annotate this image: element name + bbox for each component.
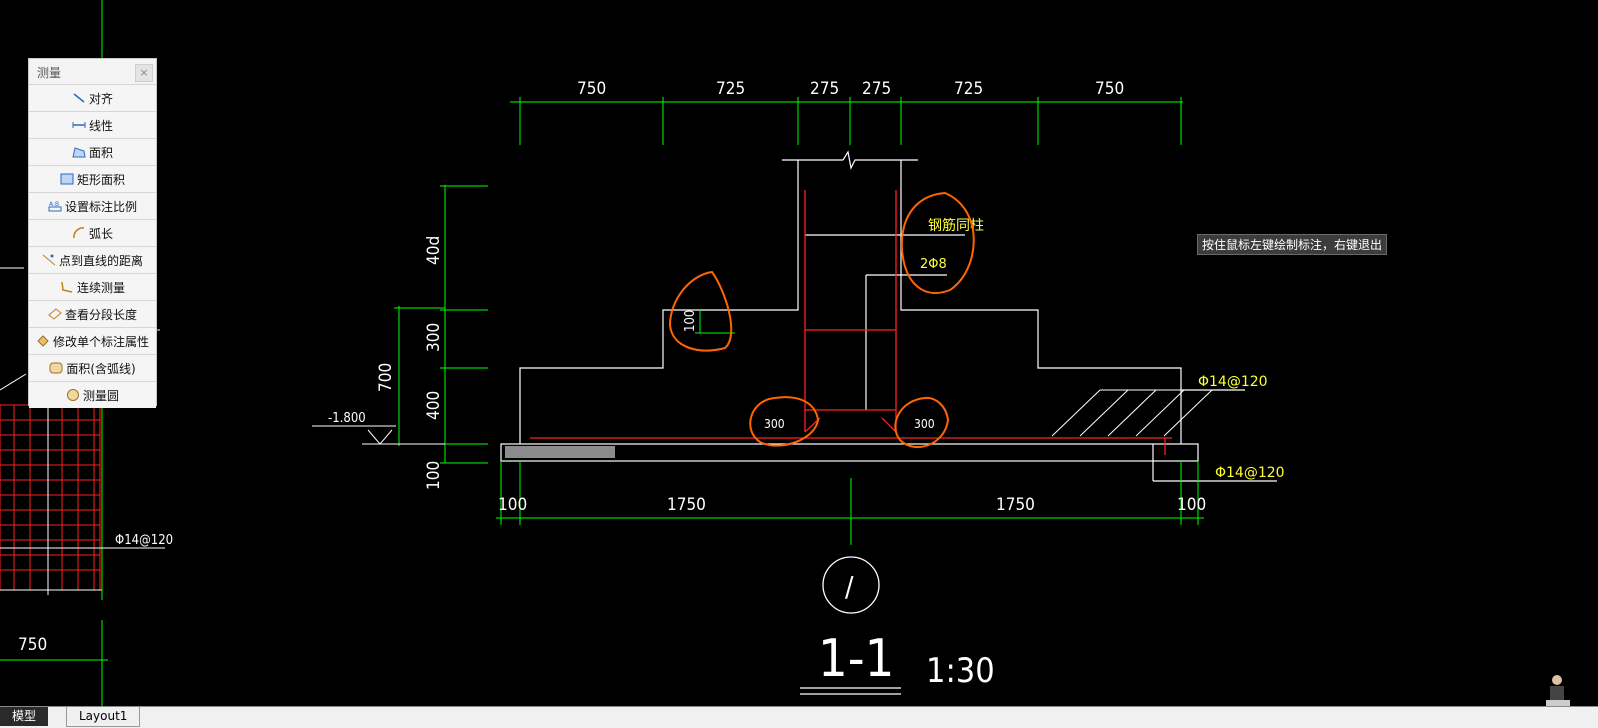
tab-model[interactable]: 模型 — [0, 707, 49, 726]
measure-panel-header: 测量 × — [29, 59, 156, 84]
left-rebar-label: Φ14@120 — [115, 533, 173, 548]
level-label: -1.800 — [328, 411, 366, 426]
cursor-tooltip: 按住鼠标左键绘制标注，右键退出 — [1197, 234, 1388, 255]
blinding-hatch — [505, 446, 615, 458]
bottom-dim-1: 100 — [498, 495, 527, 515]
left-dim-40d: 40d — [424, 236, 444, 265]
section-scale: 1:30 — [926, 651, 995, 691]
measure-arc-area-button[interactable]: 面积(含弧线) — [29, 354, 156, 381]
top-dim-2: 725 — [716, 79, 745, 99]
bottom-dim-2: 1750 — [667, 495, 706, 515]
section-number: / — [845, 570, 854, 603]
foundation-outline — [500, 150, 1277, 482]
measure-panel-title: 测量 — [37, 66, 62, 80]
drawing-canvas[interactable]: Φ14@120 750 750 725 275 275 725 750 40d … — [0, 0, 1598, 706]
left-dim-750: 750 — [18, 635, 47, 655]
left-dim-100: 100 — [424, 461, 444, 490]
tab-layout1[interactable]: Layout1 — [66, 707, 141, 727]
rect-area-icon — [60, 173, 74, 185]
measure-segment-button[interactable]: 查看分段长度 — [29, 300, 156, 327]
left-dim-700: 700 — [376, 363, 396, 392]
left-dim-400: 400 — [424, 391, 444, 420]
measure-align-button[interactable]: 对齐 — [29, 84, 156, 111]
rebar-lines — [530, 190, 1172, 455]
bottom-dim-4: 100 — [1177, 495, 1206, 515]
plan-rebar-grid — [0, 404, 101, 591]
rebar-right-label: Φ14@120 — [1198, 374, 1268, 390]
measure-circle-button[interactable]: 测量圆 — [29, 381, 156, 408]
svg-text:A:B: A:B — [49, 201, 59, 208]
point-line-distance-icon — [42, 254, 56, 266]
edit-dimension-icon — [37, 335, 49, 347]
mark-100: 100 — [683, 310, 698, 332]
measure-panel: 测量 × 对齐 线性 面积 矩形面积 A:B 设置标注比例 弧长 点到直线的距离… — [28, 58, 157, 408]
measure-point-line-button[interactable]: 点到直线的距离 — [29, 246, 156, 273]
area-measure-icon — [72, 147, 86, 158]
segment-length-icon — [48, 308, 62, 320]
section-circle — [822, 556, 880, 614]
linear-measure-icon — [72, 122, 86, 128]
bottom-dimension-chain — [496, 461, 1204, 545]
align-measure-icon — [73, 93, 85, 103]
top-dim-5: 725 — [954, 79, 983, 99]
measure-area-button[interactable]: 面积 — [29, 138, 156, 165]
stirrup-label: 2Φ8 — [920, 257, 947, 272]
rebar-hatch — [1051, 389, 1213, 437]
markup-annotations — [668, 191, 975, 449]
arc-length-icon — [73, 227, 85, 239]
rebar-bottom-label: Φ14@120 — [1215, 465, 1285, 481]
top-dim-1: 750 — [577, 79, 606, 99]
mark-300-right: 300 — [914, 417, 935, 431]
continuous-measure-icon — [61, 281, 73, 293]
left-dim-300: 300 — [424, 323, 444, 352]
measure-linear-button[interactable]: 线性 — [29, 111, 156, 138]
scale-setting-icon: A:B — [48, 201, 62, 212]
measure-arc-length-button[interactable]: 弧长 — [29, 219, 156, 246]
top-dimension-chain — [510, 97, 1183, 145]
measure-scale-button[interactable]: A:B 设置标注比例 — [29, 192, 156, 219]
measure-continuous-button[interactable]: 连续测量 — [29, 273, 156, 300]
mark-300-left: 300 — [764, 417, 785, 431]
measure-rect-area-button[interactable]: 矩形面积 — [29, 165, 156, 192]
arc-area-icon — [49, 362, 63, 374]
level-marker — [312, 425, 445, 445]
measure-edit-dimension-button[interactable]: 修改单个标注属性 — [29, 327, 156, 354]
column-rebar-label: 钢筋同柱 — [928, 217, 984, 234]
bottom-dim-3: 1750 — [996, 495, 1035, 515]
top-dim-4: 275 — [862, 79, 891, 99]
circle-measure-icon — [66, 389, 79, 401]
top-dim-6: 750 — [1095, 79, 1124, 99]
section-title: 1-1 — [818, 629, 894, 689]
top-dim-3: 275 — [810, 79, 839, 99]
left-dimension-chain — [394, 185, 488, 464]
close-icon[interactable]: × — [135, 64, 153, 82]
user-figure-icon — [1546, 675, 1570, 706]
layout-tab-bar: 模型 Layout1 — [0, 706, 1598, 728]
